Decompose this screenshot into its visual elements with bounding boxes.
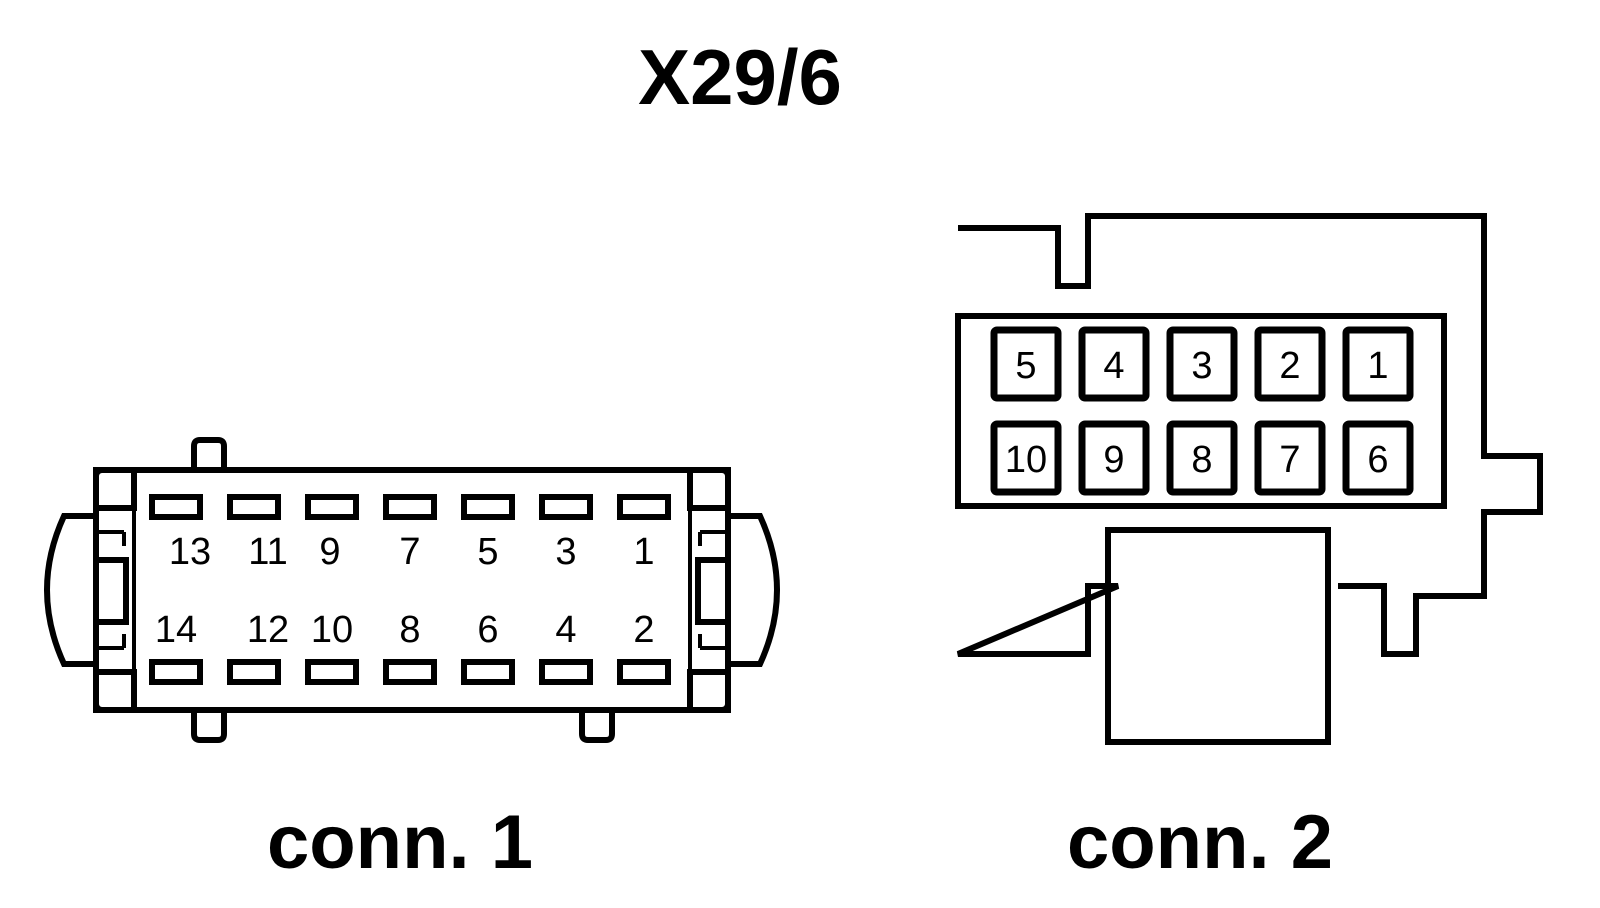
- connector-2-pin-number: 8: [1191, 439, 1212, 481]
- connector-1-right-latch: [728, 513, 780, 667]
- connector-1-slot-bottom: [617, 659, 671, 685]
- connector-2-pin-number: 1: [1367, 345, 1388, 387]
- connector-2-pin-cell: [990, 420, 1062, 496]
- connector-1-slot-top: [539, 494, 593, 520]
- connector-1-slot-bottom: [149, 659, 203, 685]
- connector-1-pin-number: 3: [555, 531, 576, 573]
- connector-1-pin-number: 4: [555, 609, 576, 651]
- connector-2-pin-cell: [1078, 326, 1150, 402]
- connector-1: 13 11 9 7 5 3 1 14 12 10 8 6 4 2 conn. 1: [44, 437, 780, 885]
- connector-2-pin-number: 6: [1367, 439, 1388, 481]
- connector-1-pin-number: 2: [633, 609, 654, 651]
- connector-1-slot-top: [305, 494, 359, 520]
- connector-1-bottom-tab-right: [579, 710, 615, 743]
- connector-2-pin-cell: [1342, 420, 1414, 496]
- connector-2-pin-number: 3: [1191, 345, 1212, 387]
- connector-1-corner-tr: [687, 467, 731, 511]
- connector-2-pin-cell: [990, 326, 1062, 402]
- connector-1-pin-number: 7: [399, 531, 420, 573]
- connector-2-pin-number: 10: [1005, 439, 1047, 481]
- connector-1-pin-number: 8: [399, 609, 420, 651]
- connector-2-pin-cell: [1254, 420, 1326, 496]
- connector-2-plug-block: [1105, 527, 1331, 745]
- connector-2-pin-cell: [1254, 326, 1326, 402]
- connector-1-pin-number: 1: [633, 531, 654, 573]
- connector-1-left-latch: [44, 513, 96, 667]
- connector-1-slot-top: [617, 494, 671, 520]
- connector-2-pin-cell: [1166, 326, 1238, 402]
- connector-1-slot-top: [461, 494, 515, 520]
- connector-1-label: conn. 1: [267, 800, 533, 885]
- connector-2-pin-number: 7: [1279, 439, 1300, 481]
- connector-1-pin-number: 10: [311, 609, 353, 651]
- connector-1-pin-number: 11: [248, 531, 287, 573]
- connector-1-bottom-tab-left: [191, 710, 227, 743]
- connector-1-slot-bottom: [227, 659, 281, 685]
- connector-2-pin-number: 5: [1015, 345, 1036, 387]
- connector-1-pin-number: 6: [477, 609, 498, 651]
- connector-2-pin-bay: [955, 313, 1447, 509]
- connector-1-corner-br: [687, 669, 731, 713]
- connector-1-top-tab: [191, 437, 227, 470]
- connector-1-slot-bottom: [305, 659, 359, 685]
- connector-2-pin-number: 2: [1279, 345, 1300, 387]
- connector-1-pin-number: 5: [477, 531, 498, 573]
- connector-1-corner-tl: [93, 467, 137, 511]
- connector-1-slot-bottom: [461, 659, 515, 685]
- connector-1-pin-number: 13: [169, 531, 211, 573]
- connector-2-pin-cell: [1342, 326, 1414, 402]
- connector-2-pin-number: 4: [1103, 345, 1124, 387]
- connector-2-label: conn. 2: [1067, 800, 1333, 885]
- connector-1-left-latch-inner: [93, 557, 129, 625]
- connector-1-right-latch-inner: [695, 557, 731, 625]
- connector-2-pin-number: 9: [1103, 439, 1124, 481]
- diagram-title: X29/6: [638, 33, 842, 121]
- connector-2: 5 4 3 2 1 10 9 8 7 6 conn. 2: [955, 213, 1543, 885]
- connector-1-slot-top: [149, 494, 203, 520]
- connector-2-pin-cell: [1166, 420, 1238, 496]
- connector-1-slot-top: [383, 494, 437, 520]
- connector-1-pin-number: 9: [319, 531, 340, 573]
- connector-1-corner-bl: [93, 669, 137, 713]
- connector-1-slot-top: [227, 494, 281, 520]
- connector-2-pin-cell: [1078, 420, 1150, 496]
- connector-1-pin-number: 14: [155, 609, 197, 651]
- connector-1-slot-bottom: [383, 659, 437, 685]
- connector-1-pin-number: 12: [247, 609, 289, 651]
- connector-1-slot-bottom: [539, 659, 593, 685]
- connector-2-housing: [956, 213, 1543, 657]
